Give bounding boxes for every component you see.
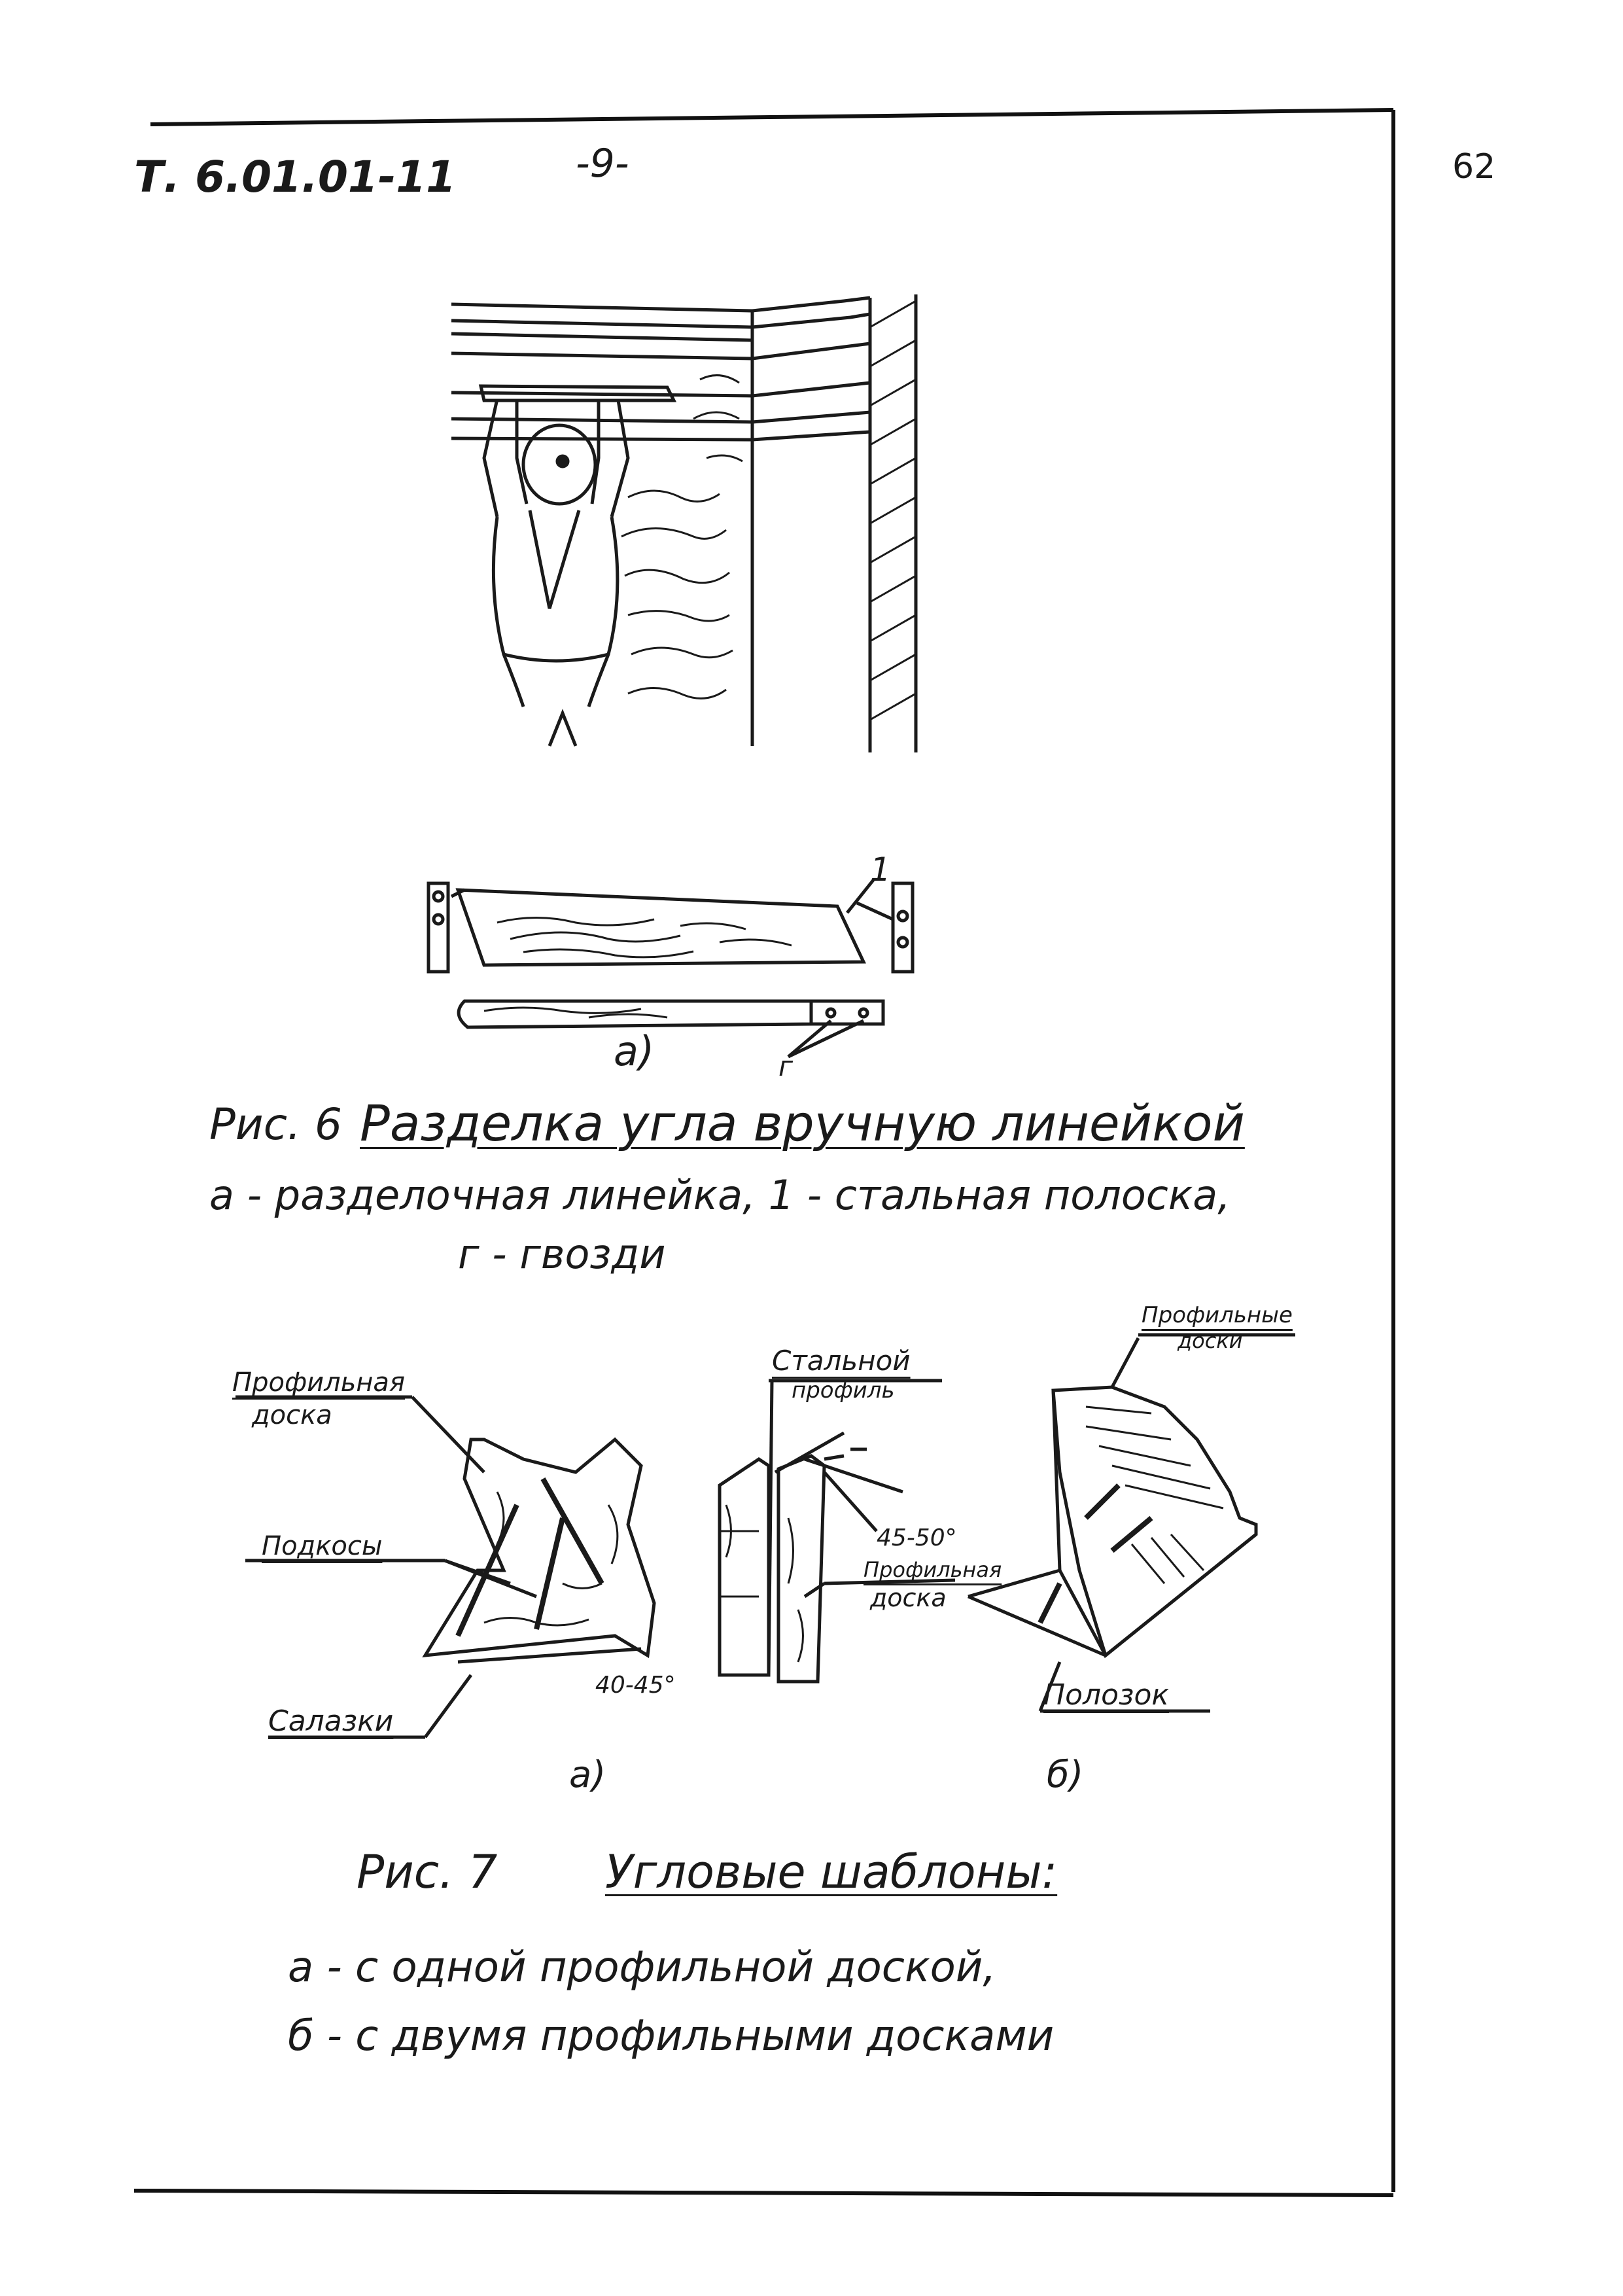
page-number: 62 — [1452, 147, 1496, 186]
figure7b-label-profile-boards-2: доски — [1178, 1328, 1243, 1353]
figure6-legend-line2: г - гвозди — [458, 1230, 666, 1278]
figure7-label-steel-profile: Стальной — [772, 1345, 911, 1377]
figure7-sub-label-b: б) — [1047, 1754, 1084, 1796]
figure7a-label-braces: Подкосы — [262, 1531, 383, 1561]
figure6-legend-line1: а - разделочная линейка, 1 - стальная по… — [209, 1171, 1230, 1219]
figure7-caption-prefix: Рис. 7 — [357, 1845, 498, 1899]
figure7b-template — [968, 1333, 1295, 1713]
figure7-section-detail — [718, 1379, 956, 1684]
figure6-ruler-detail — [427, 879, 915, 1059]
figure7b-label-profile-boards: Профильные — [1142, 1302, 1293, 1328]
figure6-callout-1: 1 — [870, 851, 891, 889]
figure7a-template — [236, 1395, 656, 1739]
figure7a-label-profile-board-2: доска — [252, 1400, 332, 1430]
doc-code: Т. 6.01.01-11 — [134, 152, 457, 202]
figure7a-label-profile-board: Профильная — [232, 1368, 406, 1398]
figure7a-label-sled: Салазки — [268, 1704, 394, 1738]
figure7-caption-title: Угловые шаблоны: — [605, 1845, 1058, 1899]
figure6-caption-title: Разделка угла вручную линейкой — [360, 1094, 1245, 1152]
page-mark: -9- — [576, 141, 629, 186]
figure6-worker-illustration — [451, 294, 918, 752]
figure7b-label-runner: Полозок — [1043, 1678, 1169, 1712]
figure6-sub-label: а) — [614, 1027, 655, 1075]
figure6-callout-nails: г — [778, 1050, 794, 1082]
figure7-sub-label-a: а) — [569, 1754, 606, 1796]
sheet-frame — [133, 108, 1395, 2197]
figure7-label-profile-board-mid-2: доска — [870, 1583, 947, 1612]
figure7-legend-line1: а - с одной профильной доской, — [288, 1943, 996, 1992]
figure7-legend-line2: б - с двумя профильными досками — [288, 2012, 1055, 2060]
figure6-caption-prefix: Рис. 6 — [209, 1099, 342, 1150]
figure7a-label-angle: 40-45° — [595, 1672, 676, 1699]
figure7-label-angle-mid: 45-50° — [877, 1525, 957, 1551]
figure7-label-profile-board-mid: Профильная — [864, 1557, 1002, 1582]
figure7-label-steel-profile-2: профиль — [792, 1377, 895, 1404]
